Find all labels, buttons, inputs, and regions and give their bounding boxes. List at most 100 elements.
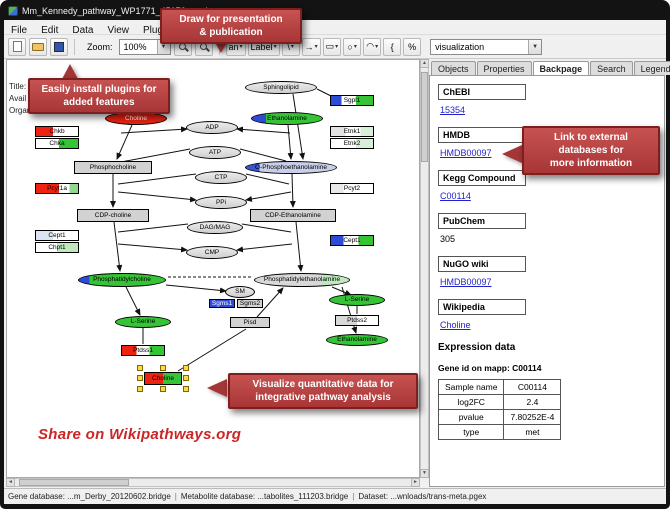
horizontal-scroll-thumb[interactable]: [19, 479, 129, 486]
pathway-node-sgms2[interactable]: Sgms2: [237, 298, 263, 308]
template-tool-button[interactable]: %: [403, 37, 422, 56]
menu-plugins[interactable]: Plugins: [136, 24, 183, 37]
pathway-node-adp[interactable]: ADP: [186, 120, 238, 134]
pathway-node-etnk1[interactable]: Etnk1: [330, 125, 374, 137]
pathway-node-ethanolamine-top[interactable]: Ethanolamine: [251, 111, 323, 125]
toolbar: Zoom: 100% ▼ an▾Label▾\▾→▾▭▾○▾◠▾{% visua…: [4, 35, 666, 59]
pathway-node-choline-data[interactable]: Choline: [144, 371, 182, 385]
tab-legend[interactable]: Legend: [633, 61, 670, 75]
scroll-up-icon[interactable]: ▲: [420, 59, 429, 68]
pathway-node-sm[interactable]: SM: [225, 286, 255, 298]
scroll-right-icon[interactable]: ►: [411, 478, 420, 487]
open-icon: [32, 42, 44, 51]
pathway-node-phosphatidylethanolamine[interactable]: Phosphatidylethanolamine: [254, 273, 350, 287]
chevron-down-icon[interactable]: ▾: [375, 44, 379, 50]
zoom-combobox[interactable]: 100% ▼: [118, 38, 171, 55]
vertical-scrollbar[interactable]: ▲ ▼: [420, 59, 429, 478]
external-db-link[interactable]: HMDB00097: [440, 277, 492, 287]
selection-handle[interactable]: [183, 385, 189, 392]
pathway-node-atp[interactable]: ATP: [189, 145, 241, 159]
chevron-down-icon[interactable]: ▾: [273, 44, 277, 50]
arrow-tool-button[interactable]: →▾: [301, 37, 321, 56]
chevron-down-icon[interactable]: ▾: [239, 44, 243, 50]
title-bar[interactable]: Mm_Kennedy_pathway_WP1771_45176.gpml: [4, 2, 666, 20]
selection-handle[interactable]: [183, 375, 189, 381]
pathway-node-cept1-left[interactable]: Cept1: [35, 229, 79, 241]
datanode-tool-button-label: an: [228, 41, 239, 52]
horizontal-scrollbar[interactable]: ◄ ►: [6, 478, 420, 487]
pathway-node-l-serine-right[interactable]: L-Serine: [329, 294, 385, 306]
tab-search[interactable]: Search: [590, 61, 633, 75]
ellipse-tool-button[interactable]: ○▾: [343, 37, 362, 56]
tab-properties[interactable]: Properties: [476, 61, 532, 75]
pathway-node-phosphatidylcholine[interactable]: Phosphatidylcholine: [78, 273, 166, 287]
menu-data[interactable]: Data: [72, 25, 94, 36]
save-file-button[interactable]: [50, 37, 68, 56]
scroll-left-icon[interactable]: ◄: [6, 478, 15, 487]
selection-handle[interactable]: [137, 385, 143, 392]
selection-handle[interactable]: [137, 364, 143, 371]
tab-objects[interactable]: Objects: [431, 61, 476, 75]
pathway-node-phosphocholine[interactable]: Phosphocholine: [74, 160, 152, 174]
status-segment: Metabolite database: ...tabolites_111203…: [180, 492, 349, 501]
open-file-button[interactable]: [29, 37, 47, 56]
chevron-down-icon[interactable]: ▾: [335, 44, 339, 50]
pathway-node-sphingolipid[interactable]: Sphingolipid: [245, 80, 317, 94]
pathway-node-cept1-right[interactable]: Cept1: [330, 234, 374, 246]
pathway-node-ppi[interactable]: PPi: [195, 195, 247, 209]
status-segment: Dataset: ...wnloads/trans-meta.pgex: [358, 492, 487, 501]
pathway-node-pcyt1a[interactable]: Pcyt1a: [35, 182, 79, 194]
new-file-button[interactable]: [8, 37, 26, 56]
pathway-node-chpt1[interactable]: Chpt1: [35, 241, 79, 253]
selection-handle[interactable]: [183, 364, 189, 371]
selection-handle[interactable]: [160, 385, 166, 392]
external-db-link[interactable]: C00114: [440, 191, 471, 201]
backpage-section-header: PubChem: [438, 213, 526, 229]
pathway-node-sgms1[interactable]: Sgms1: [209, 298, 235, 308]
menu-view[interactable]: View: [107, 25, 129, 36]
selection-handle[interactable]: [160, 364, 166, 371]
pathway-node-l-serine-left[interactable]: L-Serine: [115, 316, 171, 328]
pathway-node-etnk2[interactable]: Etnk2: [330, 137, 374, 149]
share-wikipathways-text: Share on Wikipathways.org: [38, 426, 242, 443]
scroll-down-icon[interactable]: ▼: [420, 469, 429, 478]
pathway-node-dag-mag[interactable]: DAG/MAG: [187, 220, 243, 234]
pathway-node-sgpl1[interactable]: Sgpl1: [330, 94, 374, 106]
pathway-node-chka[interactable]: Chka: [35, 137, 79, 149]
expression-table-cell: C00114: [503, 379, 562, 395]
brace-tool-button[interactable]: {: [383, 37, 402, 56]
menu-file[interactable]: File: [11, 25, 28, 36]
pathway-node-ptdss1[interactable]: Ptdss1: [121, 344, 165, 356]
external-db-link[interactable]: 15354: [440, 105, 466, 115]
arc-tool-button[interactable]: ◠▾: [363, 37, 382, 56]
pathway-node-ctp[interactable]: CTP: [195, 170, 247, 184]
chevron-down-icon[interactable]: ▾: [290, 44, 294, 50]
pathway-node-chkb[interactable]: Chkb: [35, 125, 79, 137]
pathway-node-o-phosphoethanolamine[interactable]: O-Phosphoethanolamine: [245, 160, 337, 174]
vertical-scroll-thumb[interactable]: [421, 72, 428, 162]
external-db-link[interactable]: HMDB00097: [440, 148, 492, 158]
menu-edit[interactable]: Edit: [41, 25, 59, 36]
chevron-down-icon[interactable]: ▾: [353, 44, 357, 50]
pathway-node-cdp-choline[interactable]: CDP-choline: [77, 208, 149, 222]
pathway-node-cmp[interactable]: CMP: [186, 245, 238, 259]
selection-handle[interactable]: [137, 375, 143, 381]
file-button-group: [8, 37, 68, 56]
chevron-down-icon[interactable]: ▾: [314, 44, 318, 50]
chevron-down-icon[interactable]: ▼: [528, 39, 542, 54]
external-db-link[interactable]: Choline: [440, 320, 471, 330]
tab-backpage[interactable]: Backpage: [532, 61, 590, 75]
pathway-node-pcyt2[interactable]: Pcyt2: [330, 182, 374, 194]
pathway-node-pisd[interactable]: Pisd: [230, 316, 270, 328]
pathway-node-ethanolamine-right[interactable]: Ethanolamine: [326, 334, 388, 346]
pathway-node-ptdss2[interactable]: Ptdss2: [335, 314, 379, 326]
rectangle-tool-button[interactable]: ▭▾: [322, 37, 342, 56]
visualization-combobox[interactable]: visualization ▼: [430, 38, 543, 55]
pathway-node-cdp-ethanolamine[interactable]: CDP-Ethanolamine: [250, 208, 336, 222]
